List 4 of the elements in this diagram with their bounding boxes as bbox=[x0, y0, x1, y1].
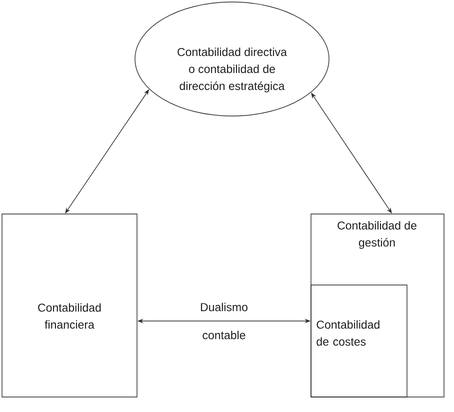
edge-label: Dualismo contable bbox=[200, 302, 248, 340]
process-box: Contabilidad de costes bbox=[310, 284, 408, 398]
ellipse-node: Contabilidad directiva o contabilidad de dirección estratégica bbox=[134, 2, 330, 116]
process-box: Contabilidad financiera bbox=[2, 214, 138, 398]
